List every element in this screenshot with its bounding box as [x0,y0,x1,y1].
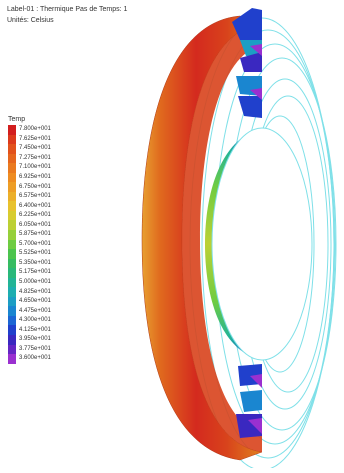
legend-swatch [8,163,16,173]
legend-value: 7.625e+001 [19,135,51,142]
label-title: Label-01 : Thermique Pas de Temps: 1 [7,6,128,13]
legend-swatch [8,249,16,259]
legend-swatch [8,239,16,250]
legend-swatch [8,210,16,221]
legend-swatch [8,125,16,135]
legend-row: 4.475e+001 [8,306,51,316]
legend-row: 7.275e+001 [8,153,51,164]
legend-value: 7.800e+001 [19,126,51,133]
legend-swatch [8,344,16,355]
legend-value: 5.350e+001 [19,259,51,266]
legend-row: 5.525e+001 [8,249,51,259]
legend-value: 7.100e+001 [19,164,51,171]
legend-row: 3.775e+001 [8,344,51,355]
legend-row: 7.625e+001 [8,134,51,145]
legend-swatch [8,277,16,288]
legend-rows: 7.800e+001 7.625e+001 7.450e+001 7.275e+001… [8,125,51,364]
legend-row: 5.700e+001 [8,239,51,250]
legend-swatch [8,191,16,202]
bottom-bolt-detail [236,364,262,438]
legend-row: 6.575e+001 [8,191,51,202]
legend-row: 5.175e+001 [8,268,51,278]
legend-swatch [8,287,16,297]
legend-value: 4.300e+001 [19,317,51,324]
legend-swatch [8,315,16,326]
legend-value: 3.600e+001 [19,355,51,362]
legend-row: 5.875e+001 [8,230,51,240]
legend-swatch [8,134,16,145]
legend-row: 6.925e+001 [8,172,51,183]
legend-row: 7.450e+001 [8,144,51,154]
legend-swatch [8,153,16,164]
legend-value: 6.400e+001 [19,202,51,209]
bore-opening [211,127,313,361]
legend-value: 3.775e+001 [19,345,51,352]
legend-value: 6.050e+001 [19,221,51,228]
legend-value: 6.575e+001 [19,193,51,200]
legend-swatch [8,268,16,278]
legend-title: Temp [8,116,26,123]
legend-row: 7.800e+001 [8,125,51,135]
legend-row: 3.600e+001 [8,354,51,364]
legend-value: 6.925e+001 [19,174,51,180]
legend-row: 3.950e+001 [8,335,51,345]
legend-swatch [8,325,16,336]
temperature-legend: Temp 7.800e+001 7.625e+001 7.450e+001 7.275… [8,115,51,364]
legend-value: 5.875e+001 [19,231,51,238]
legend-swatch [8,144,16,154]
header: Label-01 : Thermique Pas de Temps: 1 Uni… [7,4,127,26]
legend-value: 5.175e+001 [19,269,51,276]
legend-value: 7.450e+001 [19,145,51,152]
legend-value: 7.275e+001 [19,154,51,161]
legend-swatch [8,335,16,345]
legend-value: 6.225e+001 [19,212,51,219]
legend-row: 4.825e+001 [8,287,51,297]
legend-row: 5.000e+001 [8,277,51,288]
legend-row: 6.400e+001 [8,201,51,211]
units-label: Unités: Celsius [7,17,54,24]
legend-swatch [8,201,16,211]
legend-swatch [8,172,16,183]
legend-swatch [8,220,16,231]
legend-swatch [8,230,16,240]
legend-swatch [8,258,16,269]
legend-value: 6.750e+001 [19,183,51,190]
legend-swatch [8,182,16,192]
legend-row: 4.125e+001 [8,325,51,336]
legend-row: 5.350e+001 [8,258,51,269]
legend-swatch [8,296,16,307]
legend-row: 6.050e+001 [8,220,51,231]
legend-value: 5.525e+001 [19,250,51,257]
legend-row: 4.300e+001 [8,315,51,326]
legend-row: 7.100e+001 [8,163,51,173]
top-bolt-detail [232,8,262,118]
legend-value: 5.700e+001 [19,240,51,247]
ring-inner-face [182,24,262,452]
legend-value: 5.000e+001 [19,279,51,286]
legend-value: 3.950e+001 [19,336,51,343]
legend-swatch [8,306,16,316]
legend-row: 6.750e+001 [8,182,51,192]
legend-row: 6.225e+001 [8,210,51,221]
legend-swatch [8,354,16,364]
legend-value: 4.475e+001 [19,307,51,314]
legend-value: 4.650e+001 [19,298,51,305]
legend-value: 4.125e+001 [19,326,51,333]
legend-row: 4.650e+001 [8,296,51,307]
legend-value: 4.825e+001 [19,288,51,295]
